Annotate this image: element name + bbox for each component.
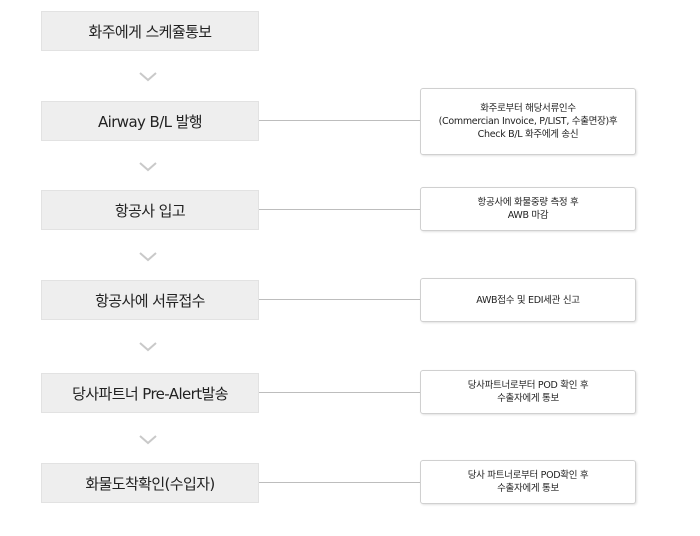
step-label: Airway B/L 발행: [98, 112, 203, 131]
note-line: Check B/L 화주에게 송신: [477, 129, 579, 140]
connector-line: [259, 209, 420, 210]
note-box-airline-warehousing: 항공사에 화물중량 측정 후 AWB 마감: [420, 187, 636, 231]
step-label: 항공사 입고: [114, 201, 186, 220]
step-box-6: 화물도착확인(수입자): [41, 463, 259, 503]
connector-line: [259, 392, 420, 393]
note-box-airway-bl: 화주로부터 해당서류인수 (Commercian Invoice, P/LIST…: [420, 88, 636, 155]
step-label: 당사파트너 Pre-Alert발송: [72, 384, 228, 403]
connector-line: [259, 120, 420, 121]
note-line: 화주로부터 해당서류인수: [480, 103, 576, 114]
chevron-down-icon: [139, 435, 157, 445]
note-box-pre-alert: 당사파트너로부터 POD 확인 후 수출자에게 통보: [420, 370, 636, 414]
step-box-3: 항공사 입고: [41, 190, 259, 230]
note-box-document-submission: AWB접수 및 EDI세관 신고: [420, 278, 636, 322]
note-line: (Commercian Invoice, P/LIST, 수출면장)후: [438, 116, 618, 127]
chevron-down-icon: [139, 252, 157, 262]
connector-line: [259, 482, 420, 483]
chevron-down-icon: [139, 72, 157, 82]
note-line: 당사파트너로부터 POD 확인 후: [467, 380, 589, 391]
step-box-2: Airway B/L 발행: [41, 101, 259, 141]
note-line: 수출자에게 통보: [497, 393, 559, 404]
note-box-arrival-confirmation: 당사 파트너로부터 POD확인 후 수출자에게 통보: [420, 460, 636, 504]
chevron-down-icon: [139, 342, 157, 352]
note-line: AWB 마감: [507, 210, 549, 221]
chevron-down-icon: [139, 162, 157, 172]
note-line: 당사 파트너로부터 POD확인 후: [467, 470, 589, 481]
step-box-1: 화주에게 스케쥴통보: [41, 11, 259, 51]
step-box-4: 항공사에 서류접수: [41, 280, 259, 320]
step-label: 항공사에 서류접수: [95, 291, 205, 310]
note-line: 항공사에 화물중량 측정 후: [477, 197, 579, 208]
note-line: 수출자에게 통보: [497, 483, 559, 494]
note-line: AWB접수 및 EDI세관 신고: [476, 294, 580, 306]
step-box-5: 당사파트너 Pre-Alert발송: [41, 373, 259, 413]
step-label: 화주에게 스케쥴통보: [88, 22, 213, 41]
connector-line: [259, 299, 420, 300]
step-label: 화물도착확인(수입자): [85, 474, 215, 493]
